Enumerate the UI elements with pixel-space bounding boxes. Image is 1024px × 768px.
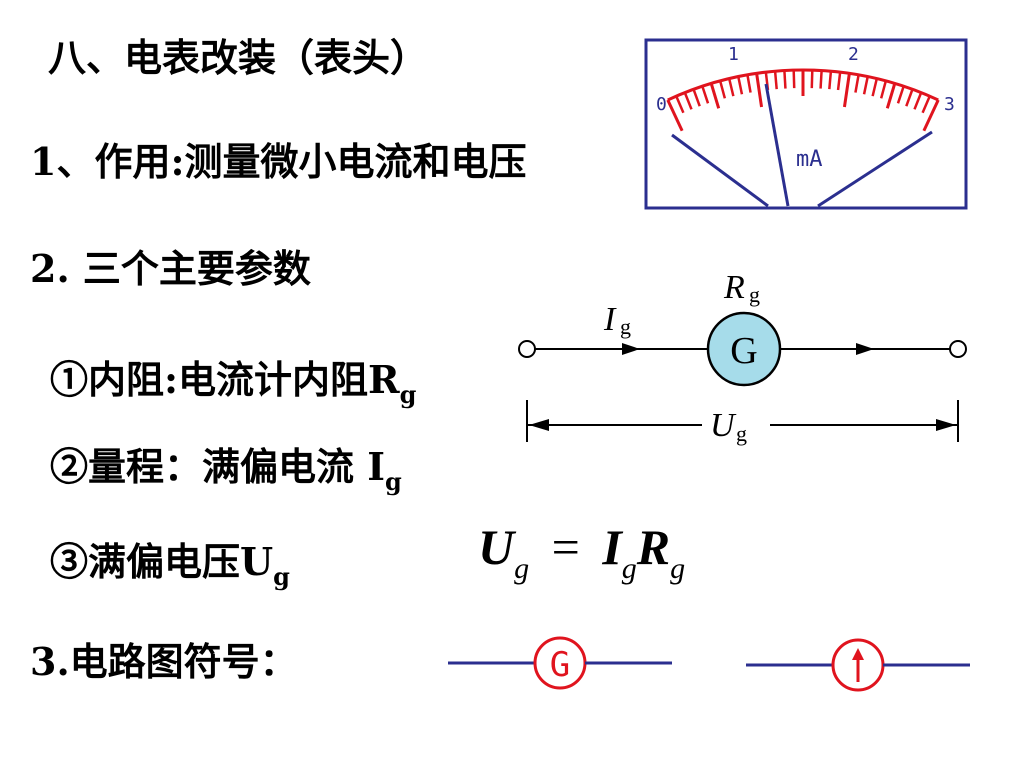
right-terminal [949,340,967,358]
meter-tick [871,78,879,97]
meter-tick [828,71,833,90]
meter-tick [842,73,851,108]
param1-subscript: g [399,380,417,409]
meter-tick [921,95,931,114]
meter-tick [701,85,710,104]
meter-tick [755,73,764,108]
meter-unit: mA [796,147,823,172]
param2-text: ②量程：满偏电流 I [50,444,386,489]
meter-tick [885,83,897,109]
meter-tick [746,74,752,93]
meter-tick [718,80,727,99]
param-internal-resistance: ①内阻:电流计内阻Rg [50,358,416,417]
meter-tick [709,83,721,109]
meter-tick [683,92,693,110]
meter-tick [727,78,735,97]
meter-tick [737,76,744,95]
meter-diagram: 0 1 2 3 mA [644,38,968,210]
resistance-label: R [723,269,745,306]
meter-tick-label-2: 2 [848,44,859,65]
meter-needle [764,83,790,207]
voltage-subscript: g [736,421,747,446]
param3-text: ③满偏电压U [50,539,274,584]
ohm-formula: Ug = IgRg [478,518,685,586]
item-circuit-symbol: 3.电路图符号： [30,639,298,684]
meter-tick [783,70,787,89]
meter-scale [666,68,940,132]
meter-tick-label-1: 1 [728,44,739,65]
meter-tick-label-3: 3 [944,94,955,115]
meter-tick [792,70,796,89]
param2-subscript: g [385,467,402,496]
meter-tick [896,85,905,104]
meter-tick [905,88,914,107]
up-arrow-head-icon [852,648,864,660]
left-terminal [518,340,536,358]
formula-r-sub: g [670,552,686,585]
meter-tick [879,80,888,99]
meter-tick [922,99,940,132]
current-arrow-icon [622,343,640,355]
meter-tick [854,74,860,93]
symbol1-letter: G [550,645,570,685]
item-purpose: 1、作用:测量微小电流和电压 [30,139,527,184]
meter-frame [644,38,968,210]
formula-r: R [636,519,671,575]
voltage-right-arrow-icon [936,419,956,431]
meter-tick [836,72,842,91]
galvanometer-symbol: G [448,636,672,690]
meter-tick [675,95,685,114]
galvanometer-letter: G [730,330,757,372]
meter-tick [819,70,823,89]
formula-u: U [478,519,515,575]
voltage-label: U [710,407,737,444]
param-full-scale-voltage: ③满偏电压Ug [50,540,290,599]
right-current-arrow-icon [856,343,874,355]
param1-text: ①内阻:电流计内阻R [50,357,400,402]
meter-tick [692,88,701,107]
voltage-left-arrow-icon [529,419,549,431]
current-label: I [603,301,617,338]
current-subscript: g [620,314,631,339]
galvanometer-circuit: G I g R g U g [518,269,967,446]
param-full-scale-current: ②量程：满偏电流 Ig [50,445,402,504]
meter-tick-label-0: 0 [656,94,667,115]
ammeter-arrow-symbol [746,638,970,692]
slide-title: 八、电表改装（表头） [48,35,429,80]
param3-subscript: g [273,562,290,591]
formula-i: I [602,519,622,575]
meter-tick [913,92,923,110]
meter-tick [862,76,869,95]
formula-equals: = [551,519,580,575]
meter-right-edge [817,130,933,208]
formula-i-sub: g [621,552,637,585]
meter-tick [773,71,778,90]
meter-tick [810,70,814,89]
meter-left-edge [671,133,769,208]
resistance-subscript: g [749,282,760,307]
meter-tick [666,99,684,132]
formula-u-sub: g [514,552,530,585]
item-parameters: 2. 三个主要参数 [30,246,311,291]
